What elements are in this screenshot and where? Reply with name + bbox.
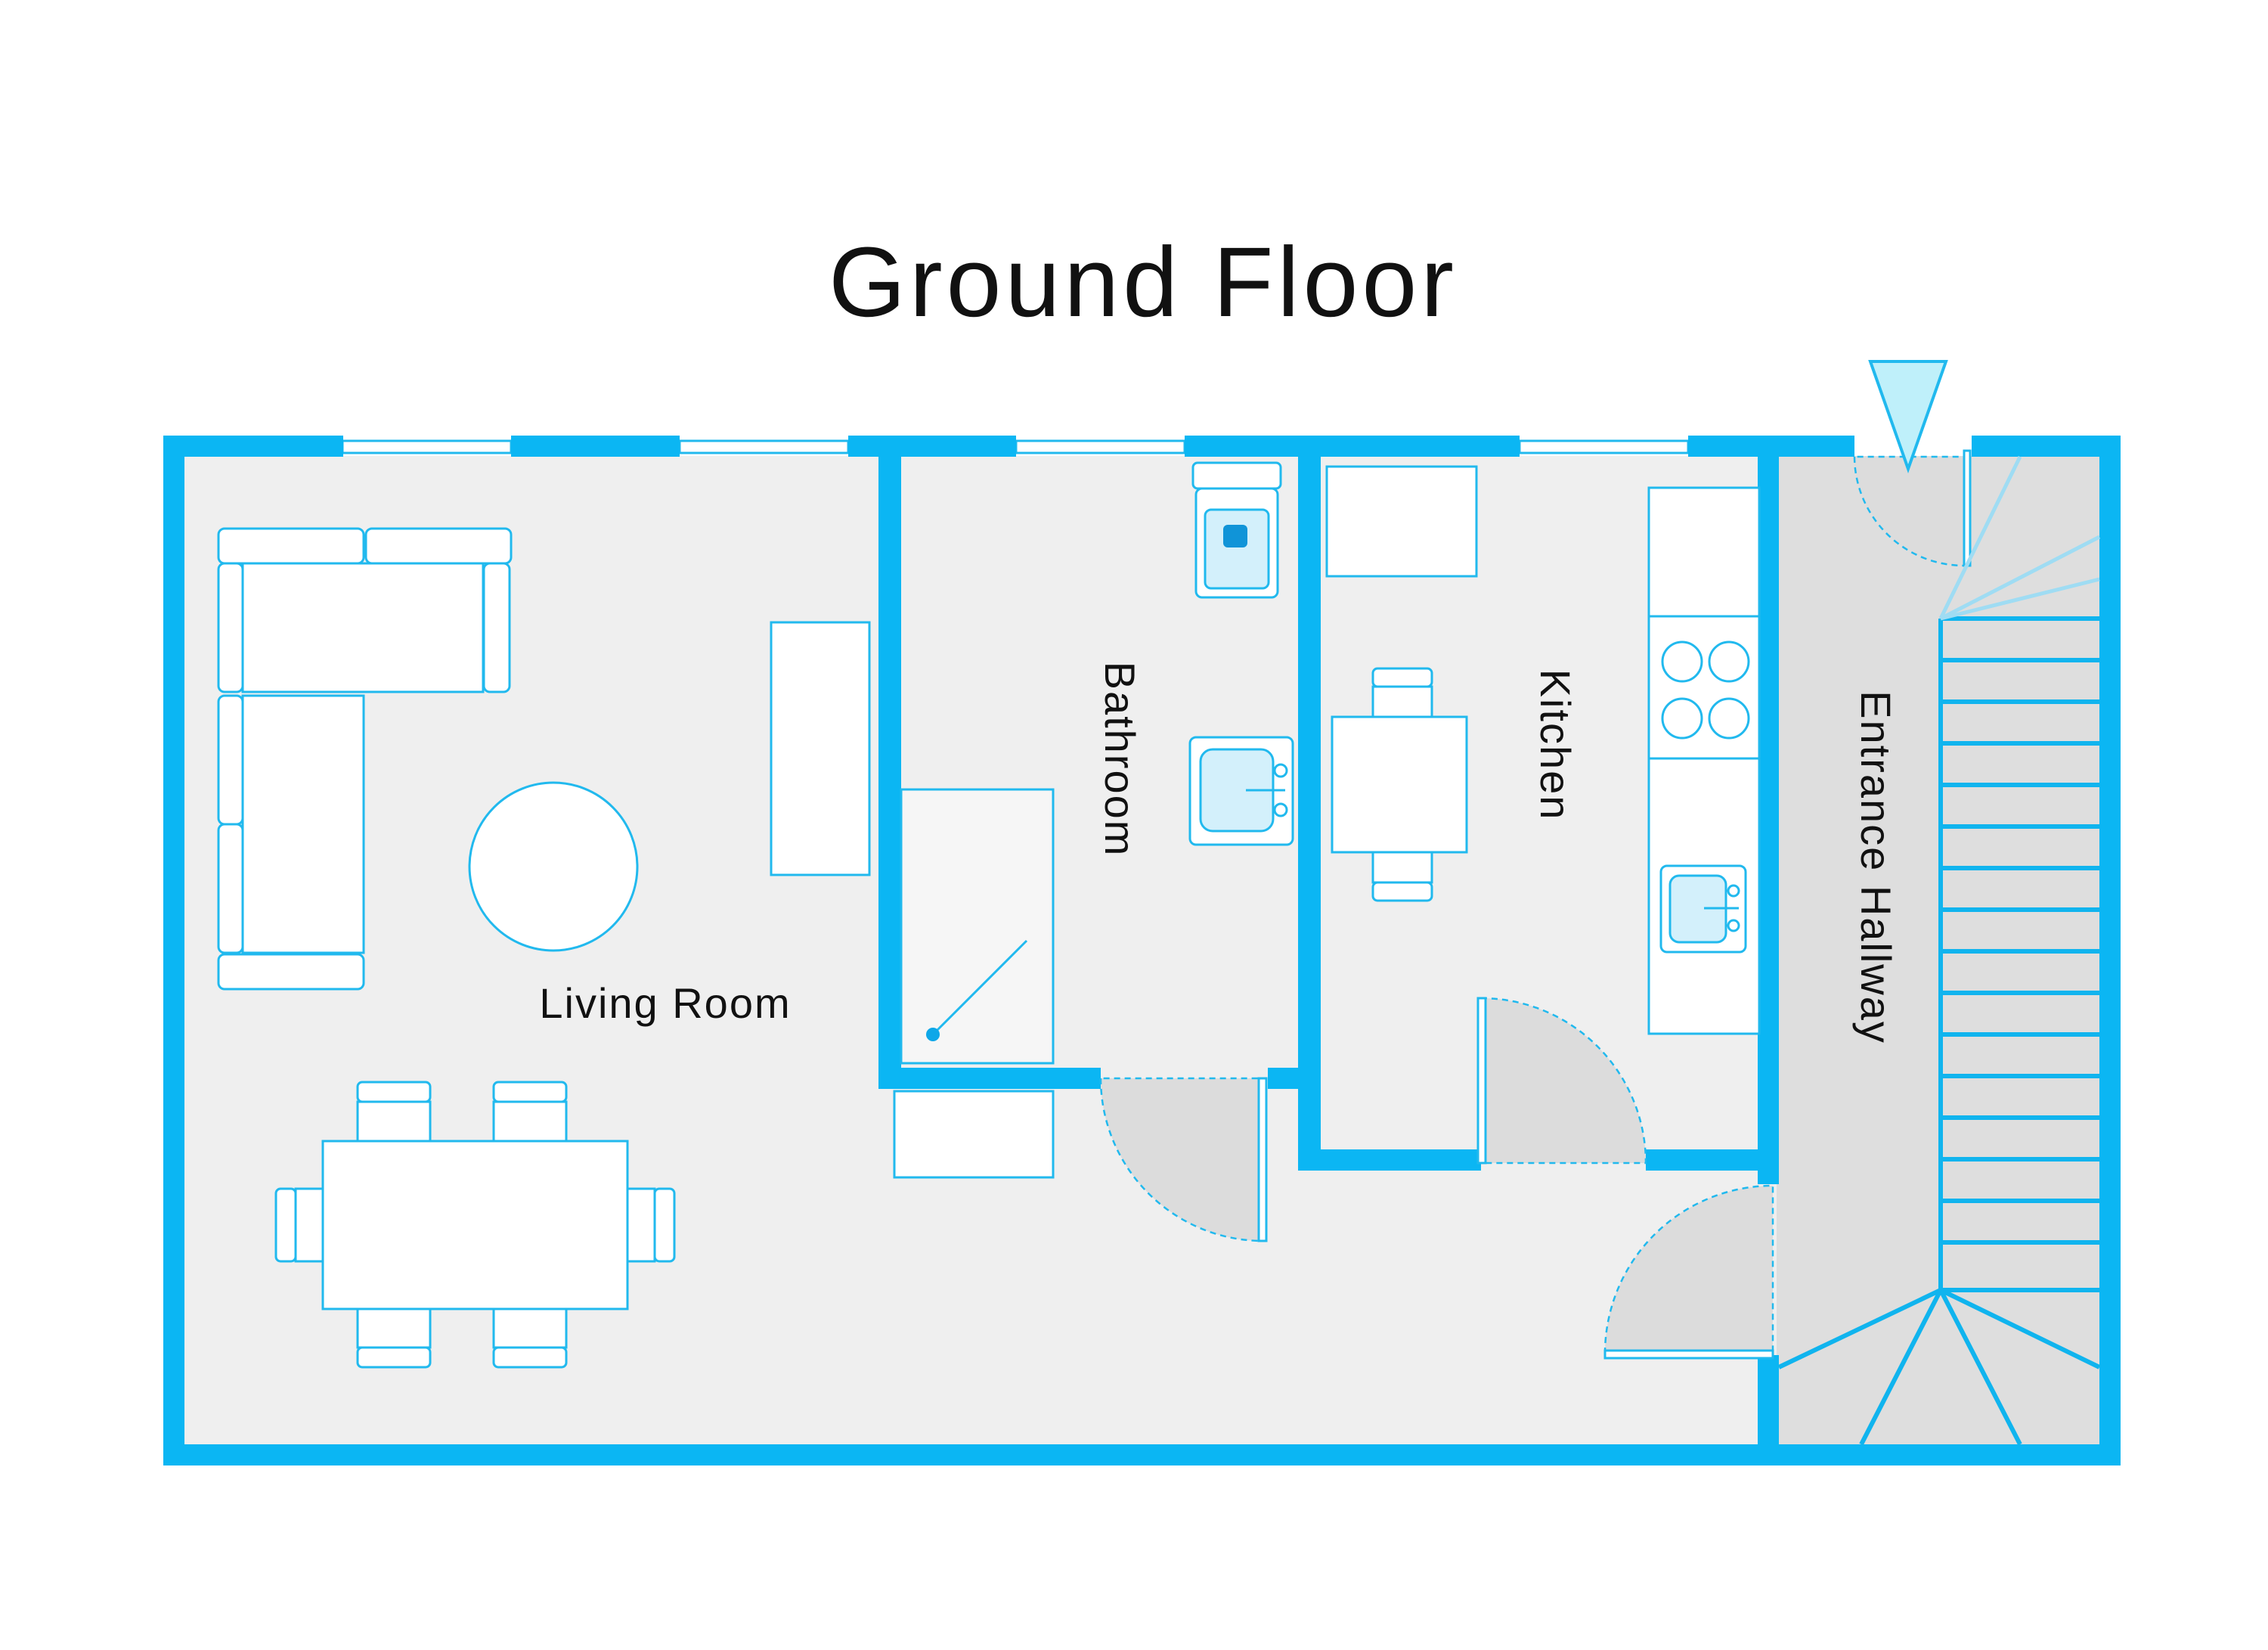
sofa-seat (241, 694, 365, 954)
sofa-armrest (217, 953, 365, 991)
shower-door (931, 939, 1028, 1036)
sofa-armrest (217, 694, 244, 826)
bathroom-fixtures (900, 461, 1294, 1065)
kitchen-chair (1371, 881, 1433, 902)
wall (1298, 451, 1321, 1169)
walls (163, 436, 2121, 1465)
kitchen-table (1331, 715, 1468, 854)
entrance-arrow-icon (1868, 360, 1948, 474)
kitchen-chair (1371, 851, 1433, 884)
wall (848, 436, 1016, 457)
wall (1298, 1149, 1481, 1171)
dining-chair (356, 1307, 432, 1349)
fridge (1325, 465, 1478, 578)
wall (1758, 451, 1779, 1184)
wall (163, 436, 184, 1465)
dining-chair (653, 1187, 676, 1263)
dining-chair (356, 1100, 432, 1143)
wall (1758, 1355, 1779, 1459)
window (1518, 439, 1690, 454)
toilet-button (1223, 525, 1247, 547)
living-room-furniture (217, 527, 1055, 1369)
toilet-tank (1191, 461, 1282, 490)
toilet-bowl (1204, 508, 1270, 590)
wall (2099, 436, 2121, 1465)
entrance-door (1853, 360, 1972, 567)
room-label-kitchen: Kitchen (1532, 669, 1579, 821)
window (1015, 439, 1186, 454)
room-label-entrance-hallway: Entrance Hallway (1852, 690, 1900, 1044)
shower-tray (900, 788, 1055, 1065)
wall (163, 1444, 2121, 1465)
dining-chair (492, 1081, 568, 1103)
hob (1647, 615, 1761, 760)
window (678, 439, 850, 454)
cabinet (893, 1090, 1055, 1179)
wall (1646, 1149, 1776, 1171)
sofa-seat (241, 562, 485, 693)
tv-unit (770, 621, 871, 876)
wall (163, 436, 343, 457)
kitchen-furniture (1325, 465, 1761, 1035)
dining-chair (492, 1307, 568, 1349)
window (341, 439, 513, 454)
staircase (1777, 455, 2101, 1446)
sofa-cushion (217, 527, 365, 565)
dining-chair (492, 1346, 568, 1369)
dining-chair (294, 1187, 324, 1263)
sofa-cushion (364, 527, 513, 565)
hob-burner (1661, 697, 1703, 740)
sofa-armrest (217, 823, 244, 954)
wall (878, 451, 901, 1089)
sofa-armrest (217, 562, 244, 693)
room-label-living-room: Living Room (539, 979, 791, 1027)
dining-chair (356, 1346, 432, 1369)
kitchen-chair (1371, 685, 1433, 718)
coffee-table (468, 781, 639, 952)
hob-burner (1661, 640, 1703, 683)
hallway-door (1603, 1184, 1774, 1360)
wall (1185, 436, 1520, 457)
wall (1972, 436, 2121, 457)
plan-title: Ground Floor (829, 226, 1458, 337)
wall (1268, 1068, 1298, 1089)
wall (511, 436, 680, 457)
dining-chair (274, 1187, 297, 1263)
hob-burner (1708, 640, 1750, 683)
kitchen-chair (1371, 667, 1433, 688)
dining-table (321, 1140, 629, 1310)
bathroom-door (1099, 1077, 1268, 1242)
dining-chair (626, 1187, 656, 1263)
hob-burner (1708, 697, 1750, 740)
kitchen-door (1476, 997, 1647, 1165)
sofa-armrest (482, 562, 511, 693)
shower-drain (926, 1028, 940, 1041)
wall (878, 1068, 1101, 1089)
dining-chair (356, 1081, 432, 1103)
dining-chair (492, 1100, 568, 1143)
room-label-bathroom: Bathroom (1096, 662, 1144, 858)
